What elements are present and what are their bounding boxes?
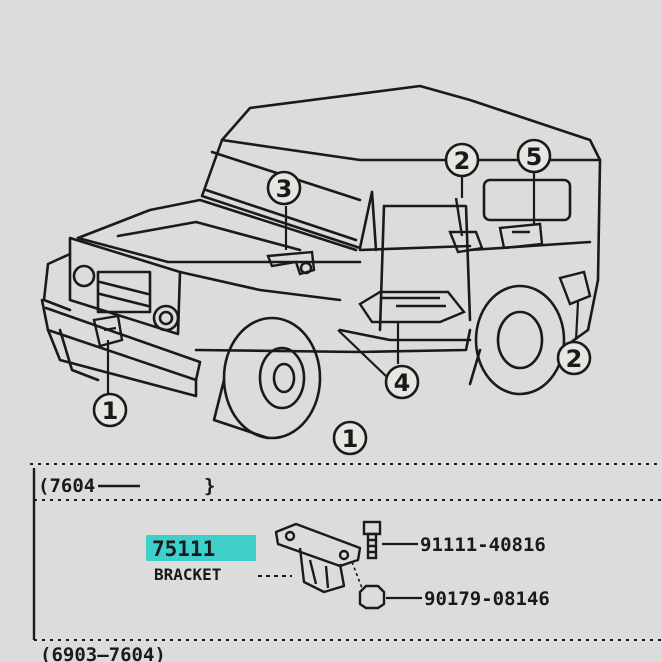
leader-lines (106, 172, 580, 394)
callout-3-hood: 3 (266, 170, 302, 206)
callout-1-bottom: 1 (332, 420, 368, 456)
bolt-drawing (362, 520, 382, 560)
bolt-part-number[interactable]: 91111-40816 (420, 534, 546, 556)
hood-latch-part (266, 250, 316, 276)
bracket-drawing (274, 522, 362, 594)
callout-2-door-label: 2 (454, 147, 471, 175)
nut-part-number[interactable]: 90179-08146 (424, 588, 550, 610)
callout-1-front-label: 1 (102, 397, 119, 425)
callout-4-step-label: 4 (394, 369, 411, 397)
nut-drawing (358, 584, 386, 610)
callout-1-front: 1 (92, 392, 128, 428)
callout-4-step: 4 (384, 364, 420, 400)
part-number[interactable]: 75111 (152, 537, 215, 561)
callout-2-door: 2 (444, 142, 480, 178)
callout-5-side: 5 (516, 138, 552, 174)
header-range-close: } (204, 475, 215, 497)
front-hook-part (92, 314, 124, 348)
callout-2-rear-label: 2 (566, 345, 583, 373)
rear-hook-part (558, 270, 592, 306)
parts-table: (7604 } 75111 BRACKET 91111-40816 (30, 463, 662, 662)
callout-bubbles: 1 1 3 2 5 4 2 (92, 138, 592, 456)
hardware-connector (351, 561, 363, 589)
callout-1-bottom-label: 1 (342, 425, 359, 453)
side-latch-part (498, 222, 544, 250)
door-lock-part (448, 197, 484, 254)
header-range-label: (7604 (38, 475, 95, 497)
step-part (358, 290, 466, 324)
footer-range-label: (6903—7604) (40, 644, 166, 662)
part-number-highlight (146, 535, 256, 561)
callout-5-side-label: 5 (526, 143, 543, 171)
vehicle-parts (92, 197, 592, 348)
callout-3-hood-label: 3 (276, 175, 293, 203)
callout-2-rear: 2 (556, 340, 592, 376)
part-name: BRACKET (154, 565, 221, 584)
